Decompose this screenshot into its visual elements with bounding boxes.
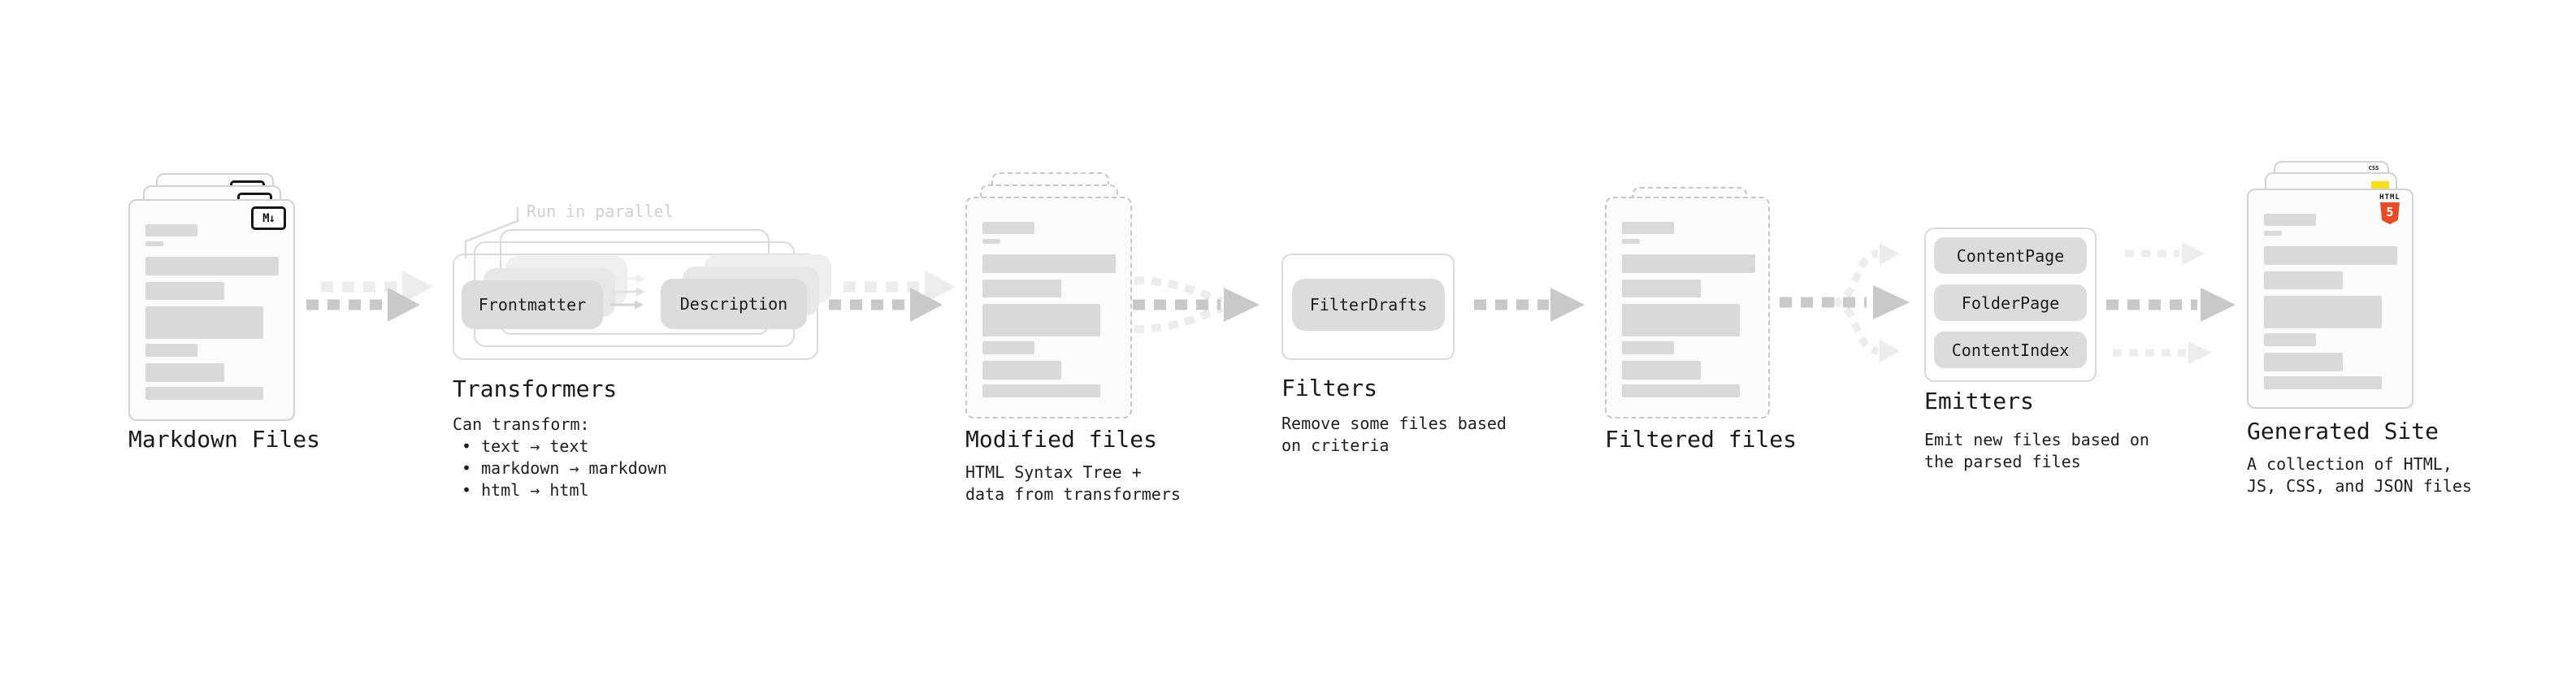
generated-site-description: A collection of HTML, JS, CSS, and JSON … xyxy=(2247,453,2472,497)
filters-box xyxy=(1281,254,1455,360)
markdown-file-card-front: M↓ xyxy=(128,199,295,421)
text-line-placeholder xyxy=(1622,254,1755,273)
text-line-placeholder xyxy=(2264,296,2382,328)
text-line-placeholder xyxy=(145,363,224,382)
transformers-bullet: • markdown → markdown xyxy=(462,458,667,478)
arrow-transformers-to-modified xyxy=(829,271,956,322)
text-line-placeholder xyxy=(1622,361,1701,380)
emitters-description: Emit new files based on the parsed files xyxy=(1924,429,2149,473)
text-line-placeholder xyxy=(2264,376,2382,389)
text-line-placeholder xyxy=(2264,246,2397,265)
arrow-markdown-to-transformers xyxy=(306,271,433,322)
text-line-placeholder xyxy=(1622,384,1740,397)
modified-files-description: HTML Syntax Tree + data from transformer… xyxy=(965,462,1181,505)
filtered-files-title: Filtered files xyxy=(1605,426,1798,453)
generated-site-desc-line: JS, CSS, and JSON files xyxy=(2247,476,2472,496)
filtered-file-card-front xyxy=(1605,197,1770,419)
frontmatter-pill: Frontmatter xyxy=(462,280,603,329)
markdown-icon: M↓ xyxy=(251,206,286,230)
html5-icon-shield: 5 xyxy=(2380,202,2400,224)
run-in-parallel-label: Run in parallel xyxy=(527,202,674,221)
filters-desc-line: Remove some files based xyxy=(1281,414,1507,433)
transformers-title: Transformers xyxy=(453,375,618,402)
contentindex-pill: ContentIndex xyxy=(1934,332,2087,368)
text-line-placeholder xyxy=(982,254,1116,273)
modified-file-card-front xyxy=(965,197,1132,419)
html5-icon-label: HTML xyxy=(2379,193,2400,202)
arrow-filters-to-filtered xyxy=(1474,288,1585,322)
contentpage-pill: ContentPage xyxy=(1934,237,2087,274)
text-line-placeholder xyxy=(1622,222,1674,234)
text-line-placeholder xyxy=(145,344,197,357)
text-line-placeholder xyxy=(982,280,1061,297)
text-line-placeholder xyxy=(982,222,1034,234)
transformers-bullet: • text → text xyxy=(462,436,589,456)
arrow-filtered-to-emitters xyxy=(1780,243,1910,362)
text-line-placeholder xyxy=(145,387,263,400)
html5-icon: HTML 5 xyxy=(2378,193,2402,224)
filters-desc-line: on criteria xyxy=(1281,436,1390,455)
filters-description: Remove some files based on criteria xyxy=(1281,413,1507,457)
emitters-desc-line: Emit new files based on xyxy=(1924,430,2149,449)
transformers-bullet: • html → html xyxy=(462,480,589,500)
arrow-emitters-to-generated xyxy=(2106,242,2236,364)
emitters-box xyxy=(1924,228,2097,382)
emitters-desc-line: the parsed files xyxy=(1924,452,2081,471)
modified-files-desc-line: data from transformers xyxy=(965,484,1181,504)
generated-file-card-front: HTML 5 xyxy=(2247,189,2413,409)
modified-files-desc-line: HTML Syntax Tree + xyxy=(965,462,1142,482)
text-line-placeholder xyxy=(982,239,1000,244)
text-line-placeholder xyxy=(2264,333,2316,346)
generated-site-title: Generated Site xyxy=(2247,418,2439,445)
markdown-files-title: Markdown Files xyxy=(128,426,321,453)
transformers-description: Can transform: • text → text • markdown … xyxy=(453,414,667,501)
text-line-placeholder xyxy=(1622,341,1674,354)
text-line-placeholder xyxy=(2264,231,2282,236)
css-icon-label: CSS xyxy=(2368,165,2379,171)
text-line-placeholder xyxy=(145,224,197,236)
text-line-placeholder xyxy=(1622,280,1701,297)
text-line-placeholder xyxy=(982,384,1100,397)
folderpage-pill: FolderPage xyxy=(1934,284,2087,321)
emitters-title: Emitters xyxy=(1924,388,2034,414)
run-in-parallel-callout-line xyxy=(464,207,519,258)
text-line-placeholder xyxy=(982,341,1034,354)
modified-files-title: Modified files xyxy=(965,426,1158,453)
filters-title: Filters xyxy=(1281,375,1378,401)
text-line-placeholder xyxy=(1622,304,1740,336)
text-line-placeholder xyxy=(1622,239,1640,244)
transformers-desc-heading: Can transform: xyxy=(453,414,590,434)
text-line-placeholder xyxy=(145,306,263,339)
description-pill: Description xyxy=(661,279,807,329)
transform-step-arrows xyxy=(610,274,645,310)
text-line-placeholder xyxy=(982,304,1100,336)
text-line-placeholder xyxy=(2264,353,2343,371)
text-line-placeholder xyxy=(982,361,1061,380)
text-line-placeholder xyxy=(145,241,163,246)
arrow-modified-to-filters xyxy=(1133,276,1260,333)
js-icon xyxy=(2371,181,2389,190)
generated-site-desc-line: A collection of HTML, xyxy=(2247,454,2452,474)
text-line-placeholder xyxy=(145,257,279,275)
text-line-placeholder xyxy=(2264,271,2343,289)
text-line-placeholder xyxy=(145,282,224,300)
filterdrafts-pill: FilterDrafts xyxy=(1292,279,1445,331)
text-line-placeholder xyxy=(2264,214,2316,226)
